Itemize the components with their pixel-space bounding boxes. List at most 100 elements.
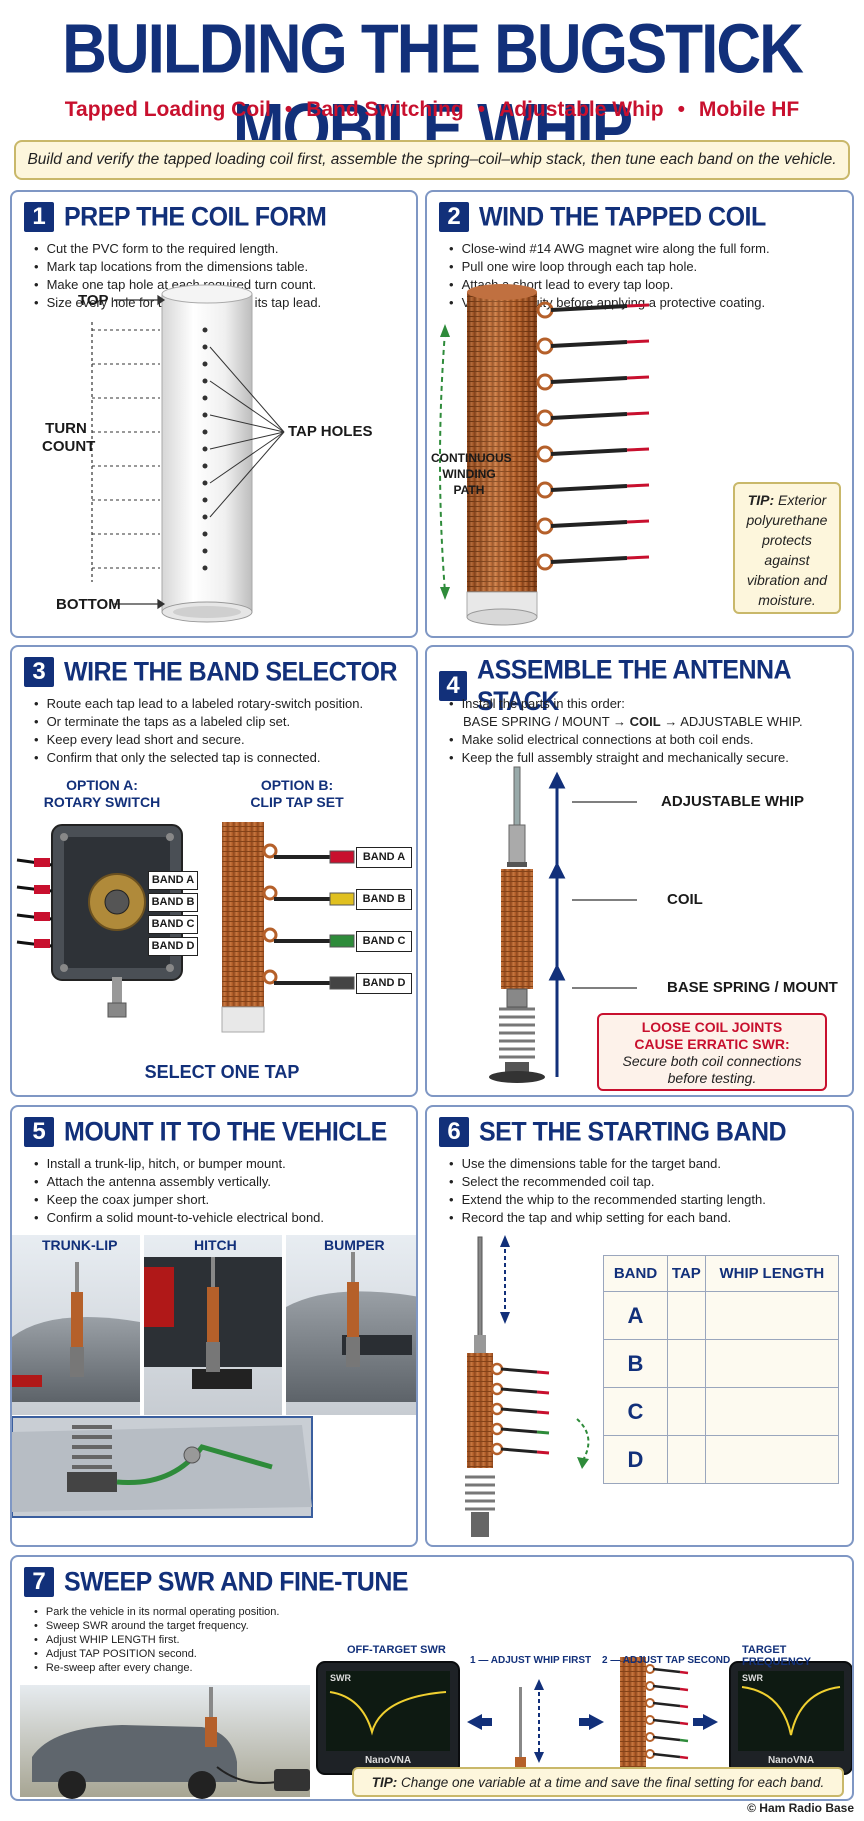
option-b-label: OPTION B:CLIP TAP SET <box>242 777 352 811</box>
whip-length-cell[interactable] <box>704 1339 840 1388</box>
label-base-spring: BASE SPRING / MOUNT <box>667 979 838 996</box>
label-bottom: BOTTOM <box>56 596 121 613</box>
band-tag: BAND C <box>148 915 198 934</box>
step-title: WIRE THE BAND SELECTOR <box>64 656 398 687</box>
mount-label-bumper: BUMPER <box>324 1237 385 1253</box>
intro-banner: Build and verify the tapped loading coil… <box>14 140 850 180</box>
order-arrow: → <box>613 714 627 729</box>
clip-band-label: BAND D <box>356 973 412 994</box>
nanovna-label: NanoVNA <box>364 1755 412 1766</box>
band-tag: BAND B <box>148 893 198 912</box>
bullet: Attach the antenna assembly vertically. <box>34 1173 324 1191</box>
vehicle-mount-illustration <box>12 1235 416 1518</box>
bullet: Select the recommended coil tap. <box>449 1173 766 1191</box>
step-label-adjust-whip: 1 — ADJUST WHIP FIRST <box>470 1655 592 1666</box>
band-cell: C <box>603 1387 668 1436</box>
step-bullets: Route each tap lead to a labeled rotary-… <box>34 695 364 767</box>
step-title: MOUNT IT TO THE VEHICLE <box>64 1116 387 1147</box>
bullet: Keep every lead short and secure. <box>34 731 363 749</box>
table-row: A <box>603 1291 840 1340</box>
bullet-text: Adjust TAP POSITION second. <box>45 1648 197 1660</box>
warning-title: LOOSE COIL JOINTS <box>641 1019 783 1035</box>
clip-band-label: BAND B <box>356 889 412 910</box>
step-label-adjust-tap: 2 — ADJUST TAP SECOND <box>602 1655 731 1666</box>
whip-length-cell[interactable] <box>704 1291 840 1340</box>
mount-label-hitch: HITCH <box>194 1237 237 1253</box>
label-line: OPTION A: <box>66 777 138 793</box>
tap-cell[interactable] <box>667 1339 706 1388</box>
bullet: Adjust TAP POSITION second. <box>34 1647 279 1661</box>
bullet: Install a trunk-lip, hitch, or bumper mo… <box>34 1155 324 1173</box>
bullet: Extend the whip to the recommended start… <box>449 1191 766 1209</box>
tap-cell[interactable] <box>667 1291 706 1340</box>
tap-cell[interactable] <box>667 1435 706 1484</box>
bullet: Use the dimensions table for the target … <box>449 1155 766 1173</box>
subtitle-item: Mobile HF <box>698 98 800 121</box>
bullet: Confirm that only the selected tap is co… <box>34 749 363 767</box>
label-top: TOP <box>78 292 109 309</box>
label-line: CLIP TAP SET <box>250 794 344 810</box>
band-cell: A <box>603 1291 668 1340</box>
label-line: WINDING <box>442 467 496 481</box>
step-number: 5 <box>24 1117 54 1147</box>
bullet: Pull one wire loop through each tap hole… <box>449 258 770 276</box>
bullet: Install the parts in this order: <box>449 695 803 713</box>
footer-credit: © Ham Radio Base <box>747 1801 854 1815</box>
whip-length-cell[interactable] <box>704 1435 840 1484</box>
subtitle-item: Adjustable Whip <box>499 98 664 121</box>
step-bullets: Close-wind #14 AWG magnet wire along the… <box>449 240 770 312</box>
page-title: BUILDING THE BUGSTICK MOBILE WHIP <box>62 11 804 168</box>
label-line: OPTION B: <box>260 777 334 793</box>
warning-box: LOOSE COIL JOINTS CAUSE ERRATIC SWR: Sec… <box>597 1013 827 1091</box>
step-bullets: Use the dimensions table for the target … <box>449 1155 766 1227</box>
bullet: Keep the coax jumper short. <box>34 1191 324 1209</box>
bullet: Sweep SWR around the target frequency. <box>34 1619 279 1633</box>
label-adjustable-whip: ADJUSTABLE WHIP <box>661 793 805 810</box>
tip-label: TIP: <box>747 492 775 508</box>
bullet: Record the tap and whip setting for each… <box>449 1209 766 1227</box>
order-part: COIL <box>629 714 661 729</box>
step-number: 6 <box>439 1117 469 1147</box>
table-row: D <box>603 1435 840 1484</box>
band-selector-illustration <box>16 822 355 1033</box>
starting-band-illustration <box>465 1235 590 1537</box>
tip-label: TIP: <box>371 1775 398 1790</box>
pvc-form-illustration <box>91 284 285 623</box>
clip-band-label: BAND A <box>356 847 412 868</box>
nanovna-label: NanoVNA <box>767 1755 815 1766</box>
bullet: Mark tap locations from the dimensions t… <box>34 258 321 276</box>
step-number: 1 <box>24 202 54 232</box>
label-line: TURN <box>45 420 87 437</box>
whip-length-cell[interactable] <box>704 1387 840 1436</box>
table-row: C <box>603 1387 840 1436</box>
order-arrow: → <box>664 714 678 729</box>
bullet: Park the vehicle in its normal operating… <box>34 1605 280 1619</box>
subtitle-item: Band Switching <box>306 98 464 121</box>
clip-band-label: BAND C <box>356 931 412 952</box>
label-line: ROTARY SWITCH <box>43 794 161 810</box>
order-line: BASE SPRING / MOUNT → COIL → ADJUSTABLE … <box>449 713 803 731</box>
label-line: PATH <box>453 483 485 497</box>
band-cell: D <box>603 1435 668 1484</box>
table-header: WHIP LENGTH <box>704 1255 840 1292</box>
warning-title: CAUSE ERRATIC SWR: <box>634 1036 790 1052</box>
bullet: Make one tap hole at each required turn … <box>34 276 321 294</box>
tap-cell[interactable] <box>667 1387 706 1436</box>
order-part: BASE SPRING / MOUNT <box>463 714 610 729</box>
band-tag: BAND A <box>148 871 198 890</box>
bullet: Make solid electrical connections at bot… <box>449 731 803 749</box>
tip-box: TIP: Exterior polyurethane protects agai… <box>733 482 841 614</box>
target-frequency-label: TARGET FREQUENCY <box>742 1644 812 1668</box>
off-target-label: OFF-TARGET SWR <box>347 1644 446 1656</box>
option-a-label: OPTION A:ROTARY SWITCH <box>32 777 172 811</box>
step-number: 3 <box>24 657 54 687</box>
warning-body: before testing. <box>667 1070 757 1086</box>
table-row: B <box>603 1339 840 1388</box>
bullet: Or terminate the taps as a labeled clip … <box>34 713 363 731</box>
step-5-panel: 5 MOUNT IT TO THE VEHICLE Install a trunk… <box>10 1105 418 1547</box>
table-header: TAP <box>667 1255 706 1292</box>
